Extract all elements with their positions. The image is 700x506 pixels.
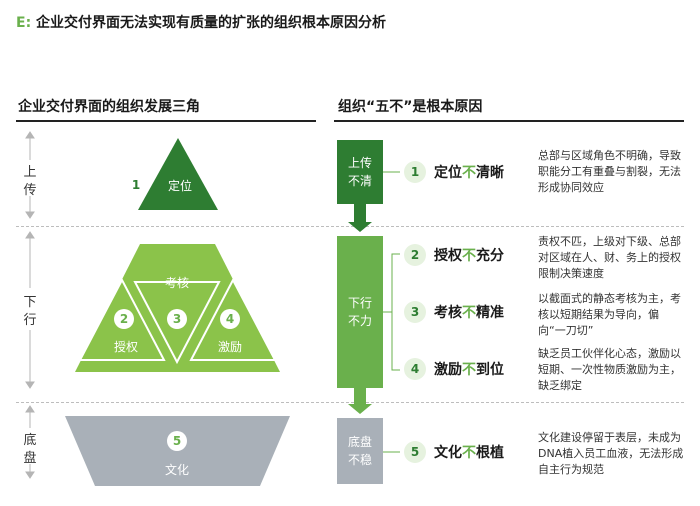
shape-label-culture: 文化 [164,463,189,477]
title-prefix: E: [16,15,32,31]
reason-2: 2 授权不充分 [404,244,504,266]
title-text: 企业交付界面无法实现有质量的扩张的组织根本原因分析 [36,15,387,31]
level-arrows [25,131,35,479]
reason-desc-2: 责权不匹，上级对下级、总部对区域在人、财、务上的授权限制决策速度 [538,235,681,280]
reason-title: 授权不充分 [434,248,504,264]
shape-num-4: 4 [220,309,240,329]
reason-1: 1 定位不清晰 [404,161,504,183]
left-heading-rule [16,120,316,122]
bar-label-downward: 下行 不力 [347,296,372,328]
bar-label-upward: 上传 不清 [347,156,372,188]
separator-1 [16,226,684,227]
bottom-trapezoid [65,416,290,486]
reason-desc-3: 以截面式的静态考核为主，考核以短期结果为导向，偏向“一刀切” [538,292,681,337]
shape-num-2: 2 [114,309,134,329]
reason-desc-1: 总部与区域角色不明确，导致职能分工有重叠与割裂，无法形成协同效应 [538,149,681,194]
reason-desc-4: 缺乏员工伙伴化心态，激励以短期、一次性物质激励为主，缺乏绑定 [538,347,681,392]
bar-label-base: 底盘 不稳 [347,435,372,467]
shape-num-1: 1 [126,175,146,195]
separator-2 [16,402,684,403]
reason-desc-5: 文化建设停留于表层，未成为DNA植入员工血液，无法形成自主行为规范 [538,431,684,476]
shape-label-positioning: 定位 [167,179,192,193]
bar-downward-arrow [348,388,372,414]
right-heading-rule [334,120,684,122]
shape-label-incentive: 激励 [217,340,242,354]
reason-title: 激励不到位 [434,362,504,378]
left-heading: 企业交付界面的组织发展三角 [18,99,200,115]
reason-num: 3 [404,301,426,323]
reason-title: 文化不根植 [434,445,504,461]
reason-3: 3 考核不精准 [404,301,504,323]
reason-num: 2 [404,244,426,266]
bar-upward-arrow [348,204,372,232]
reason-num: 1 [404,161,426,183]
shape-num-5: 5 [167,431,187,451]
level-label-downward: 下 行 [23,295,37,328]
reason-4: 4 激励不到位 [404,358,504,380]
bar-downward [337,236,383,388]
bar-base [337,418,383,484]
reason-title: 考核不精准 [434,305,504,321]
bar-upward [337,140,383,204]
reason-title: 定位不清晰 [434,165,504,181]
shape-label-assessment: 考核 [164,276,189,290]
right-heading: 组织“五不”是根本原因 [338,99,483,115]
reason-num: 5 [404,441,426,463]
reason-num: 4 [404,358,426,380]
shape-num-3: 3 [167,309,187,329]
page-title: E: 企业交付界面无法实现有质量的扩张的组织根本原因分析 [16,12,386,32]
level-label-upward: 上 传 [23,165,37,198]
top-triangle [138,138,218,210]
shape-label-authorization: 授权 [113,340,138,354]
level-label-base: 底 盘 [23,433,37,466]
reason-5: 5 文化不根植 [404,441,504,463]
